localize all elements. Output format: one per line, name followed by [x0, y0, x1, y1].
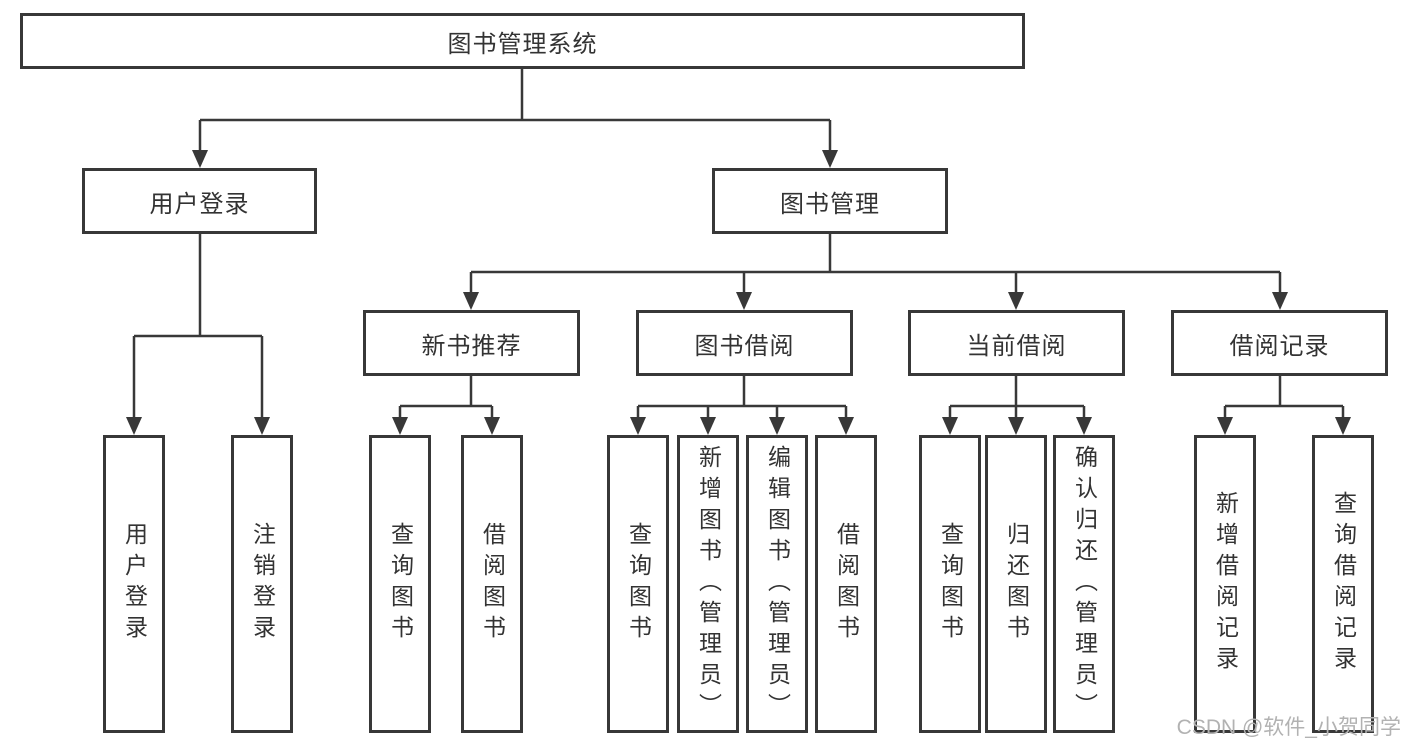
arrowhead-icon	[192, 150, 208, 168]
arrowhead-icon	[942, 417, 958, 435]
node-label: 图书管理系统	[447, 30, 598, 58]
arrowhead-icon	[769, 417, 785, 435]
node-label: 归还图书	[1003, 522, 1030, 646]
arrowhead-icon	[1335, 417, 1351, 435]
tree-connector-path	[132, 69, 1345, 419]
node-borrowing-borrow-book: 借阅图书	[815, 435, 877, 733]
node-label: 借阅图书	[833, 522, 860, 646]
node-label: 新增图书（管理员）	[695, 444, 722, 724]
node-label: 用户登录	[121, 522, 148, 646]
node-recommend-borrow-book: 借阅图书	[461, 435, 523, 733]
node-label: 新书推荐	[421, 332, 522, 360]
arrowhead-icon	[126, 417, 142, 435]
node-label: 图书借阅	[694, 332, 795, 360]
node-borrowing-add-book-admin: 新增图书（管理员）	[677, 435, 739, 733]
node-current-borrowing: 当前借阅	[908, 310, 1125, 376]
arrowhead-icon	[392, 417, 408, 435]
arrowhead-icon	[630, 417, 646, 435]
arrowhead-icon	[484, 417, 500, 435]
arrowhead-icon	[822, 150, 838, 168]
node-user-login-action: 用户登录	[103, 435, 165, 733]
node-label: 图书管理	[780, 190, 880, 218]
node-current-query-book: 查询图书	[919, 435, 981, 733]
csdn-watermark: CSDN @软件_小贺同学	[1176, 716, 1401, 739]
arrowhead-icon	[838, 417, 854, 435]
node-label: 查询图书	[387, 522, 414, 646]
node-records-query-record: 查询借阅记录	[1312, 435, 1374, 733]
node-label: 查询图书	[625, 522, 652, 646]
node-book-borrowing: 图书借阅	[636, 310, 853, 376]
node-new-book-recommendation: 新书推荐	[363, 310, 580, 376]
arrowhead-icon	[1008, 417, 1024, 435]
arrowhead-icon	[1217, 417, 1233, 435]
node-logout-action: 注销登录	[231, 435, 293, 733]
node-library-management-system: 图书管理系统	[20, 13, 1025, 69]
node-borrowing-records: 借阅记录	[1171, 310, 1388, 376]
node-borrowing-query-book: 查询图书	[607, 435, 669, 733]
node-label: 借阅记录	[1229, 332, 1330, 360]
node-current-confirm-return-admin: 确认归还（管理员）	[1053, 435, 1115, 733]
node-current-return-book: 归还图书	[985, 435, 1047, 733]
node-label: 查询借阅记录	[1330, 491, 1357, 677]
arrowhead-icon	[463, 292, 479, 310]
node-label: 新增借阅记录	[1212, 491, 1239, 677]
arrowheads	[126, 150, 1351, 435]
node-label: 当前借阅	[966, 332, 1067, 360]
node-recommend-query-book: 查询图书	[369, 435, 431, 733]
node-label: 用户登录	[149, 190, 250, 218]
node-borrowing-edit-book-admin: 编辑图书（管理员）	[746, 435, 808, 733]
node-book-management: 图书管理	[712, 168, 948, 234]
arrowhead-icon	[700, 417, 716, 435]
arrowhead-icon	[736, 292, 752, 310]
node-label: 注销登录	[249, 522, 276, 646]
node-label: 借阅图书	[479, 522, 506, 646]
node-label: 编辑图书（管理员）	[764, 444, 791, 724]
node-records-add-record: 新增借阅记录	[1194, 435, 1256, 733]
node-label: 查询图书	[937, 522, 964, 646]
arrowhead-icon	[1008, 292, 1024, 310]
arrowhead-icon	[1272, 292, 1288, 310]
arrowhead-icon	[254, 417, 270, 435]
node-user-login: 用户登录	[82, 168, 317, 234]
node-label: 确认归还（管理员）	[1071, 444, 1098, 724]
arrowhead-icon	[1076, 417, 1092, 435]
